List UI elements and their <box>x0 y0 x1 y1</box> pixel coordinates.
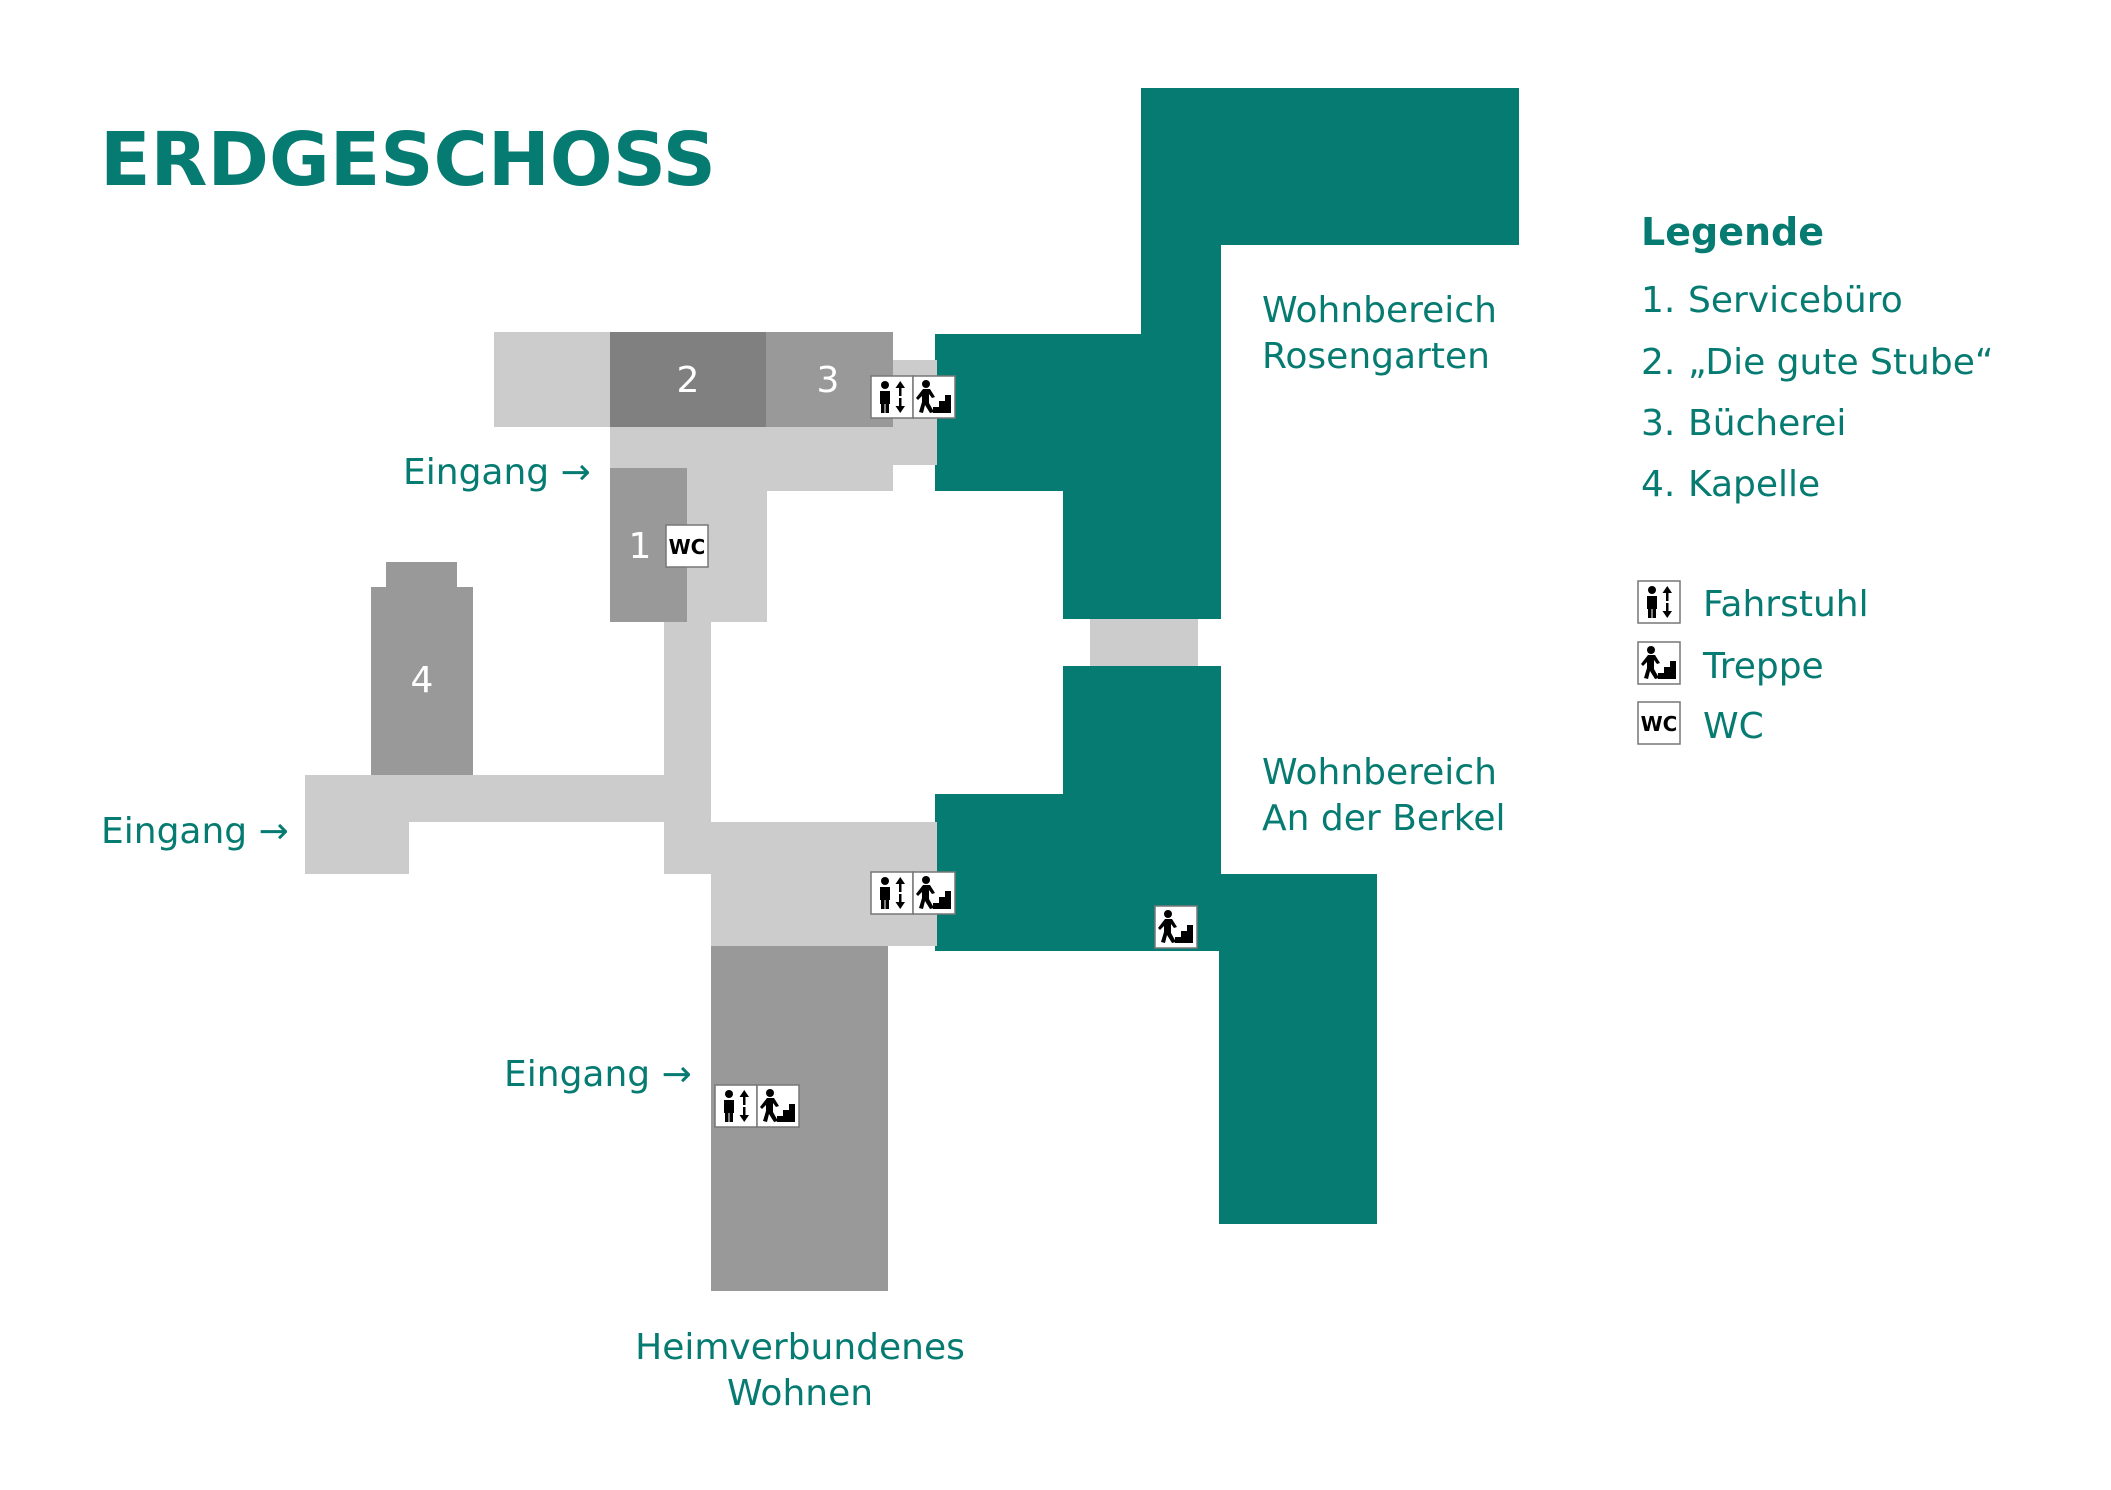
room-2: 2 <box>610 332 766 427</box>
svg-text:Servicebüro: Servicebüro <box>1688 280 1903 321</box>
room-4: 4 <box>371 562 473 775</box>
svg-text:An der Berkel: An der Berkel <box>1262 798 1506 839</box>
svg-text:Treppe: Treppe <box>1702 646 1824 687</box>
legend-item: 1. Servicebüro <box>1641 280 1903 321</box>
entrance-label: Eingang → <box>403 452 591 493</box>
svg-text:Kapelle: Kapelle <box>1688 464 1820 505</box>
svg-text:4: 4 <box>411 660 434 701</box>
svg-text:Fahrstuhl: Fahrstuhl <box>1703 584 1869 625</box>
svg-text:Wohnen: Wohnen <box>727 1373 873 1414</box>
wc-icon: WC <box>1637 701 1681 745</box>
svg-text:WC: WC <box>669 535 706 559</box>
stairs-icon <box>756 1084 800 1128</box>
stairs-icon <box>912 871 956 915</box>
svg-text:4.: 4. <box>1641 464 1675 505</box>
svg-text:3.: 3. <box>1641 403 1675 444</box>
svg-text:WC: WC <box>1703 706 1764 747</box>
wing-rosengarten <box>935 88 1519 619</box>
legend-symbol-elevator: Fahrstuhl <box>1637 580 1869 625</box>
legend-heading: Legende <box>1641 210 1824 254</box>
legend-symbol-stairs: Treppe <box>1637 641 1824 687</box>
svg-text:1.: 1. <box>1641 280 1675 321</box>
stairs-icon <box>912 375 956 419</box>
legend-item: 3. Bücherei <box>1641 403 1846 444</box>
elevator-icon <box>870 871 914 915</box>
label-wohnbereich-rosengarten: Wohnbereich Rosengarten <box>1262 290 1497 377</box>
stairs-icon <box>1637 641 1681 685</box>
entrance-label: Eingang → <box>504 1054 692 1095</box>
legend: Legende 1. Servicebüro 2. „Die gute Stub… <box>1637 210 1994 747</box>
svg-text:Heimverbundenes: Heimverbundenes <box>635 1327 965 1368</box>
legend-item: 4. Kapelle <box>1641 464 1820 505</box>
svg-text:Wohnbereich: Wohnbereich <box>1262 290 1497 331</box>
label-wohnbereich-an-der-berkel: Wohnbereich An der Berkel <box>1262 752 1506 839</box>
page-title: ERDGESCHOSS <box>100 117 716 203</box>
elevator-icon <box>1637 580 1681 624</box>
svg-text:2.: 2. <box>1641 342 1675 383</box>
svg-text:„Die gute Stube“: „Die gute Stube“ <box>1688 342 1994 383</box>
stairs-icon <box>1154 905 1198 949</box>
svg-text:1: 1 <box>629 526 652 567</box>
svg-text:3: 3 <box>817 360 840 401</box>
label-heimverbundenes-wohnen: Heimverbundenes Wohnen <box>635 1327 965 1414</box>
entrance-label: Eingang → <box>101 811 289 852</box>
elevator-icon <box>870 375 914 419</box>
svg-text:Wohnbereich: Wohnbereich <box>1262 752 1497 793</box>
elevator-icon <box>714 1084 758 1128</box>
legend-item: 2. „Die gute Stube“ <box>1641 342 1994 383</box>
svg-text:WC: WC <box>1641 712 1678 736</box>
svg-text:Rosengarten: Rosengarten <box>1262 336 1490 377</box>
legend-symbol-wc: WC WC <box>1637 701 1764 747</box>
svg-text:Bücherei: Bücherei <box>1688 403 1846 444</box>
wc-icon: WC <box>665 524 709 568</box>
svg-text:2: 2 <box>677 360 700 401</box>
